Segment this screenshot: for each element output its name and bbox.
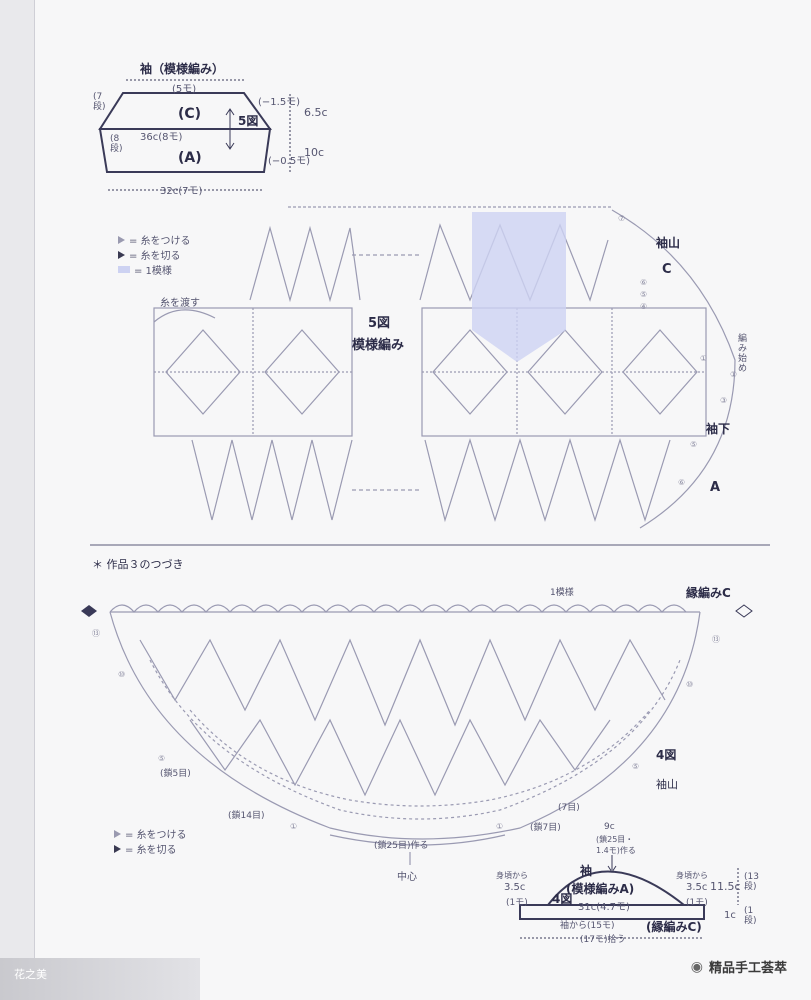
watermark-left-band: 花之美 bbox=[0, 958, 200, 1000]
bottom-width-label: 32c(7モ) bbox=[160, 186, 203, 197]
left-mo: (1モ) bbox=[506, 898, 528, 908]
edge-c-bottom: (縁編みC) bbox=[646, 920, 702, 934]
page-gutter bbox=[0, 0, 35, 1000]
row-mark: ⑤ bbox=[640, 290, 648, 299]
bottom-sleeve-title: 袖 bbox=[580, 864, 593, 878]
height-a-label: 10c bbox=[304, 146, 325, 159]
left-from-body: 身頃から bbox=[496, 871, 528, 880]
diagram4-fig-label: 4図 bbox=[656, 748, 677, 762]
row-mark: ⑬ bbox=[92, 629, 100, 638]
watermark-right: ◉ 精品手工荟萃 bbox=[690, 957, 787, 977]
row-mark: ① bbox=[730, 370, 738, 379]
bottom-sleeve-subtitle: (模様編みA) bbox=[566, 882, 635, 896]
attach-marker-icon bbox=[114, 829, 121, 838]
wechat-icon: ◉ bbox=[690, 958, 703, 975]
from-sleeve-label: 袖から(15モ) bbox=[560, 921, 615, 931]
row-mark: ⑩ bbox=[118, 670, 126, 679]
top-schematic-shape bbox=[98, 92, 272, 173]
cut-marker-icon bbox=[114, 844, 121, 853]
diamond-marker-left bbox=[81, 605, 97, 617]
right-top-dec-label: (−1.5モ) bbox=[258, 97, 301, 108]
legend-bottom: = 糸をつける = 糸を切る bbox=[114, 826, 187, 856]
row-mark: ⑤ bbox=[158, 754, 166, 763]
label-c: (C) bbox=[178, 106, 202, 122]
watermark-left-text: 花之美 bbox=[14, 968, 47, 981]
chain7b-label: (鎖7目) bbox=[530, 823, 561, 833]
bottom-top-note1: (鎖25目・ bbox=[596, 835, 634, 844]
diamond-marker-right bbox=[735, 604, 753, 618]
carry-thread-label: 糸を渡す bbox=[160, 298, 200, 309]
chain5-label: (鎖5目) bbox=[160, 769, 191, 779]
start-label: 編み始め bbox=[738, 334, 748, 374]
right-c: 3.5c bbox=[686, 882, 708, 893]
right-bottom-dec-label: (−0.5モ) bbox=[268, 156, 311, 167]
chain25-label: (鎖25目)作る bbox=[374, 841, 429, 851]
top-width-label: (5モ) bbox=[172, 84, 197, 95]
row-mark: ⑬ bbox=[712, 635, 720, 644]
one-repeat-label: 1模様 bbox=[550, 588, 574, 598]
row-mark: ⑦ bbox=[618, 214, 626, 223]
mid-width-label: 36c(8モ) bbox=[140, 132, 183, 143]
pickup-label: (17モ)拾う bbox=[580, 935, 626, 945]
chain14-label: (鎖14目) bbox=[228, 811, 265, 821]
diagram5-outline bbox=[153, 206, 736, 529]
height-c-label: 6.5c bbox=[304, 106, 328, 119]
cut-marker-icon bbox=[118, 250, 125, 259]
watermark-right-text: 精品手工荟萃 bbox=[708, 961, 787, 976]
diagram4-cap-label: 袖山 bbox=[656, 778, 678, 791]
diagram4-outline bbox=[109, 604, 701, 865]
label-a: (A) bbox=[178, 150, 202, 166]
continuation-note: ＊ 作品３のつづき bbox=[92, 558, 184, 571]
bottom-fig-label: 4図 bbox=[552, 892, 573, 906]
row-mark: ⑤ bbox=[632, 762, 640, 771]
section-a-label: A bbox=[710, 480, 721, 495]
one-c-label: 1c bbox=[724, 910, 736, 921]
row-mark: ⑩ bbox=[686, 680, 694, 689]
attach-marker-icon bbox=[118, 235, 125, 244]
bottom-height: 11.5c bbox=[710, 880, 741, 893]
bottom-top-note2: 1.4モ)作る bbox=[596, 846, 636, 855]
diagram5-name: 模様編み bbox=[352, 338, 405, 353]
row-mark: ① bbox=[290, 822, 298, 831]
one-row-label: (1段) bbox=[744, 906, 757, 926]
pattern-highlight bbox=[472, 212, 566, 362]
diagram5-fig-label: 5図 bbox=[368, 316, 391, 331]
underarm-label: 袖下 bbox=[706, 422, 731, 436]
right-from-body: 身頃から bbox=[676, 871, 708, 880]
chain7a-label: (7目) bbox=[558, 803, 580, 813]
row-mark: ① bbox=[700, 354, 708, 363]
bottom-top-c: 9c bbox=[604, 822, 615, 832]
left-c: 3.5c bbox=[504, 882, 526, 893]
row-mark: ⑥ bbox=[640, 278, 648, 287]
edge-c-label: 縁編みC bbox=[686, 586, 731, 600]
chart-ref-5: 5図 bbox=[238, 114, 259, 128]
pattern-swatch-icon bbox=[118, 266, 130, 273]
row-mark: ⑤ bbox=[690, 440, 698, 449]
row-mark: ① bbox=[496, 822, 504, 831]
bottom-schematic-shape bbox=[519, 870, 705, 920]
left-rows-lower-label: (8段) bbox=[110, 134, 123, 154]
row-mark: ⑥ bbox=[678, 478, 686, 487]
right-mo: (1モ) bbox=[686, 898, 708, 908]
left-rows-label: (7段) bbox=[93, 92, 106, 112]
row-mark: ④ bbox=[640, 302, 648, 311]
bottom-mid-width: 31c(4.7モ) bbox=[578, 902, 630, 913]
sleeve-pattern-title: 袖（模様編み） bbox=[140, 62, 225, 76]
section-c-label: C bbox=[662, 262, 672, 277]
legend-top: = 糸をつける = 糸を切る = 1模様 bbox=[118, 232, 191, 277]
center-label: 中心 bbox=[397, 872, 417, 883]
sleeve-cap-label: 袖山 bbox=[656, 236, 681, 250]
rows-13: (13段) bbox=[744, 872, 759, 892]
row-mark: ③ bbox=[720, 396, 728, 405]
